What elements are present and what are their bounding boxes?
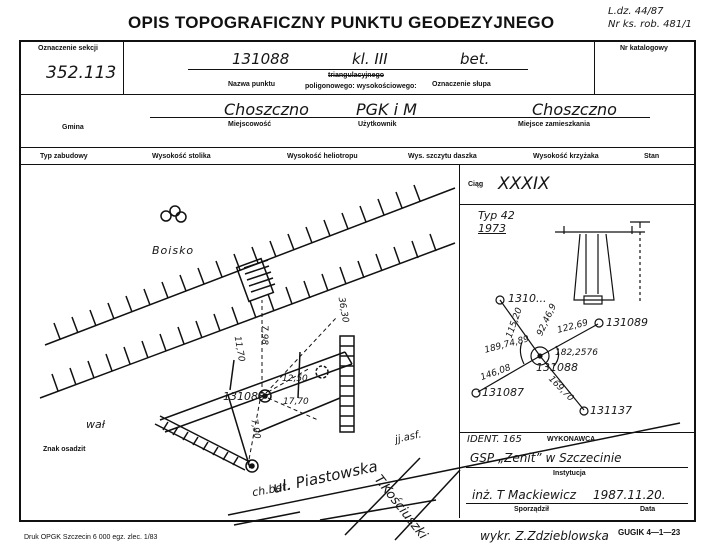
- marker-label: Oznaczenie słupa: [432, 81, 491, 88]
- institution-value: GSP „Zenit” w Szczecinie: [470, 451, 622, 465]
- date-label: Data: [640, 506, 656, 513]
- form-code: GUGIK 4—1—23: [618, 528, 681, 537]
- locality-label: Miejscowość: [228, 121, 272, 128]
- printer-note: Druk OPGK Szczecin 6 000 egz. zlec. 1/83: [24, 534, 158, 541]
- ciag-label: Ciąg: [468, 181, 484, 188]
- name-label: Nazwa punktu: [228, 81, 276, 88]
- row-heliotrope-height: Wysokość heliotropu: [287, 153, 358, 160]
- net-point-center: 131088: [536, 361, 578, 374]
- point-label-sketch: 131088: [223, 390, 265, 403]
- reference-number: L.dz. 44/87: [608, 6, 664, 17]
- dist-1770: 17,70: [283, 397, 309, 407]
- author-value: inż. T Mackiewicz: [472, 488, 577, 502]
- row-table-height: Wysokość stolika: [152, 153, 211, 160]
- type-value: Typ 42: [478, 209, 515, 222]
- wal-label: wał: [86, 418, 105, 431]
- znak-label: Znak osadzit: [43, 446, 86, 453]
- ident-number: IDENT. 165: [467, 434, 522, 445]
- row-cross-height: Wysokość krzyżaka: [533, 153, 599, 160]
- user-value: PGK i M: [356, 100, 417, 119]
- residence-value: Choszczno: [532, 100, 617, 119]
- marker-type: bet.: [460, 50, 490, 68]
- user-label: Użytkownik: [358, 121, 397, 128]
- row-building-type: Typ zabudowy: [40, 153, 88, 160]
- type-year: 1973: [478, 222, 506, 235]
- point-number: 131088: [232, 50, 290, 68]
- drafted-by: wykr. Z.Zdzieblowska: [480, 529, 609, 543]
- dist-1250: 12,50: [282, 374, 308, 384]
- form-frame: [19, 40, 696, 522]
- page-title: OPIS TOPOGRAFICZNY PUNKTU GEODEZYJNEGO: [128, 13, 555, 32]
- institution-label: Instytucja: [553, 470, 586, 477]
- residence-label: Miejsce zamieszkania: [518, 121, 590, 128]
- point-class: kl. III: [352, 50, 388, 68]
- row-roof-height: Wys. szczytu daszka: [408, 153, 477, 160]
- wykonawca-label: WYKONAWCA: [547, 436, 596, 443]
- section-value: 352.113: [46, 63, 117, 83]
- net-point-se: 131137: [590, 404, 632, 417]
- author-label: Sporządził: [514, 506, 550, 513]
- angle-5: 182,2576: [555, 348, 598, 358]
- ciag-value: XXXIX: [498, 174, 550, 194]
- boisko-label: Boisko: [152, 244, 195, 257]
- gmina-label: Gmina: [62, 124, 84, 131]
- type-label: poligonowego: wysokościowego:: [305, 83, 417, 90]
- catalog-label: Nr katalogowy: [620, 45, 668, 52]
- net-point-w: 131087: [482, 386, 524, 399]
- gmina-value: Choszczno: [224, 100, 309, 119]
- row-status: Stan: [644, 153, 660, 160]
- date-value: 1987.11.20.: [593, 488, 666, 502]
- net-point-ne: 131089: [606, 316, 648, 329]
- net-point-n: 1310...: [508, 292, 547, 305]
- work-book-number: Nr ks. rob. 481/1: [608, 19, 692, 30]
- section-label: Oznaczenie sekcji: [38, 45, 98, 52]
- type-struck: triangulacyjnego: [328, 72, 385, 79]
